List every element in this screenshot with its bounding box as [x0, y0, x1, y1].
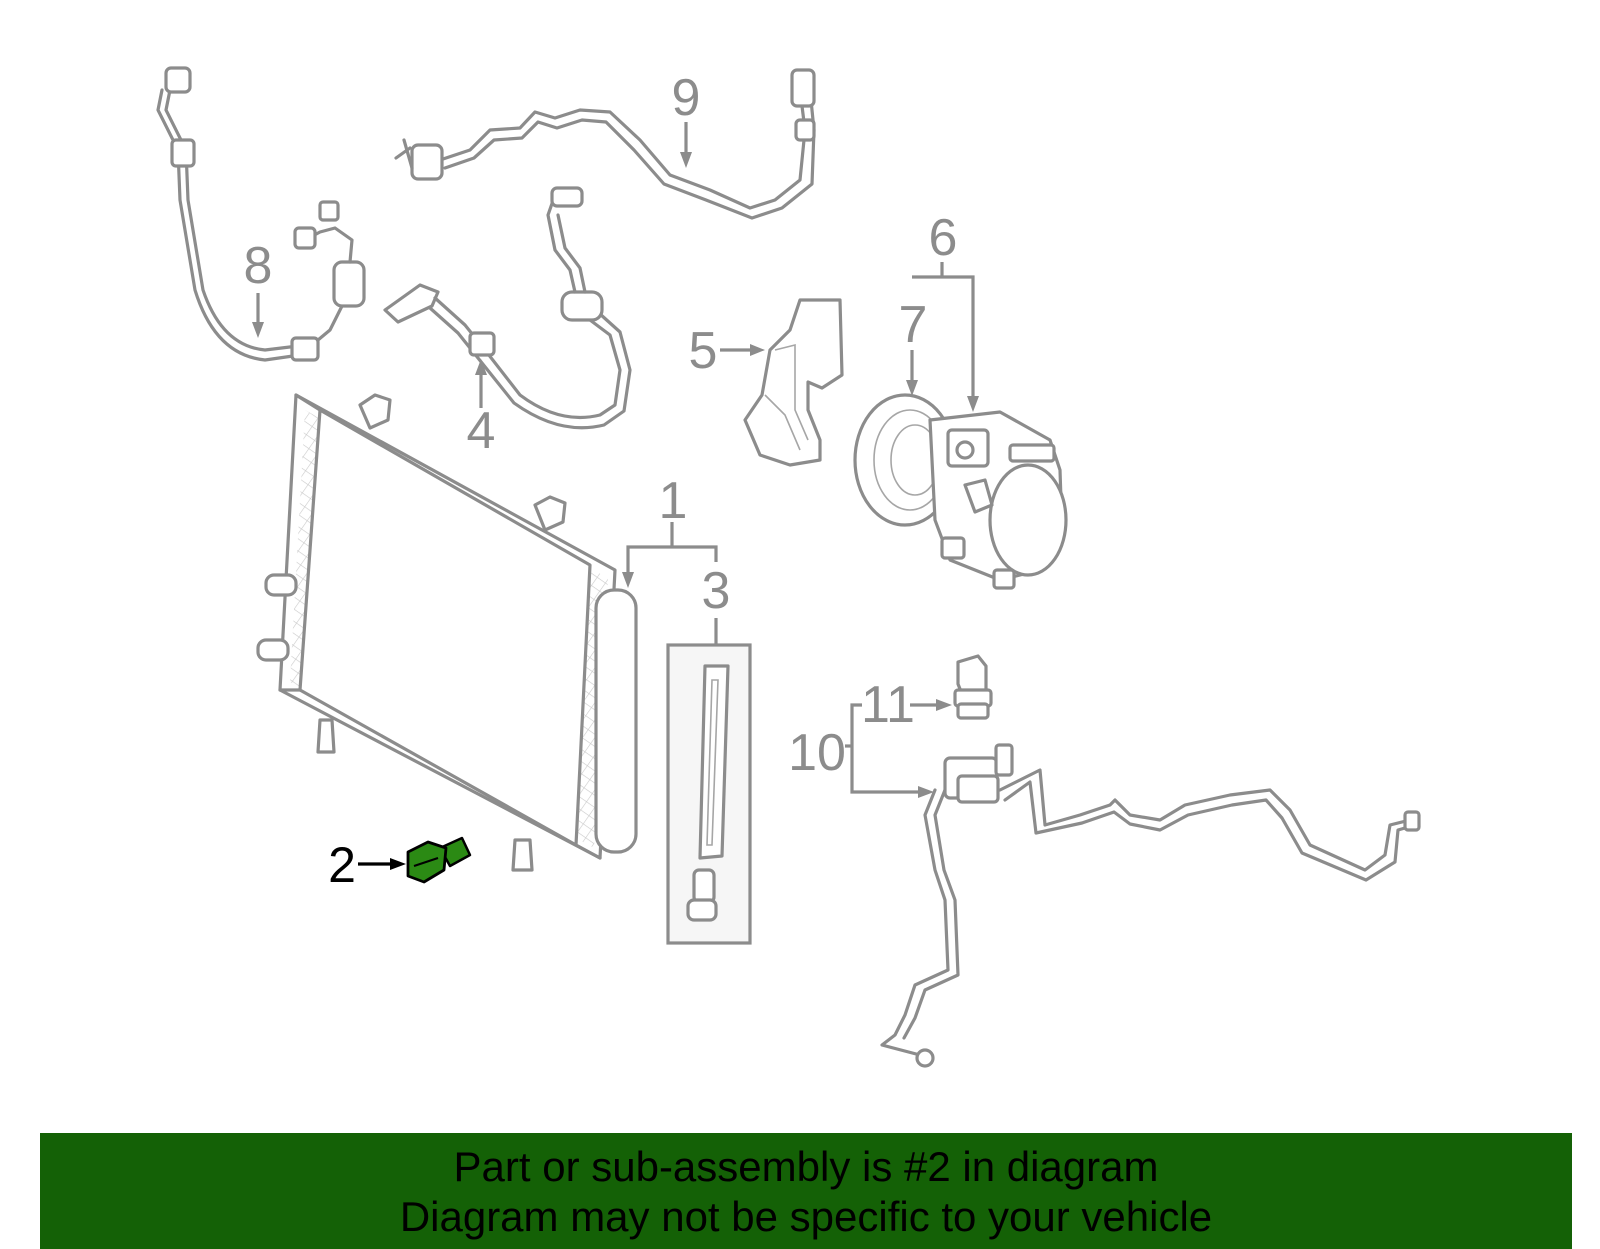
- banner-line-part-reference: Part or sub-assembly is #2 in diagram: [453, 1143, 1159, 1190]
- part-7-clutch-and-6-compressor: [853, 393, 1068, 590]
- callout-6: 6: [929, 209, 958, 267]
- callout-3: 3: [702, 562, 731, 620]
- callout-8: 8: [244, 237, 273, 295]
- info-banner: Part or sub-assembly is #2 in diagram Di…: [40, 1133, 1572, 1249]
- part-10-pipe: [880, 743, 1421, 1068]
- callout-5: 5: [689, 322, 718, 380]
- callout-9: 9: [672, 69, 701, 127]
- part-3-filter-kit: [666, 643, 752, 945]
- callout-10: 10: [788, 724, 846, 782]
- part-11-pressure-switch: [953, 654, 993, 720]
- part-5-bracket: [743, 298, 844, 467]
- part-1-condenser: [256, 393, 638, 872]
- callout-numbers: 8 9 4 5 6 7 1 3 10 11 2: [244, 69, 958, 893]
- callout-11: 11: [861, 676, 915, 734]
- callout-leaders: [252, 122, 979, 870]
- part-2-bolt-highlighted: [406, 836, 472, 884]
- part-4-hose: [383, 186, 632, 430]
- callout-7: 7: [899, 296, 928, 354]
- callout-1: 1: [659, 472, 688, 530]
- part-9-hose: [394, 68, 816, 220]
- banner-line-disclaimer: Diagram may not be specific to your vehi…: [399, 1193, 1213, 1240]
- callout-2-highlighted: 2: [328, 837, 356, 893]
- parts-diagram: 8 9 4 5 6 7 1 3 10 11 2: [156, 66, 1421, 1068]
- callout-4: 4: [467, 402, 496, 460]
- part-8-hose: [156, 66, 366, 362]
